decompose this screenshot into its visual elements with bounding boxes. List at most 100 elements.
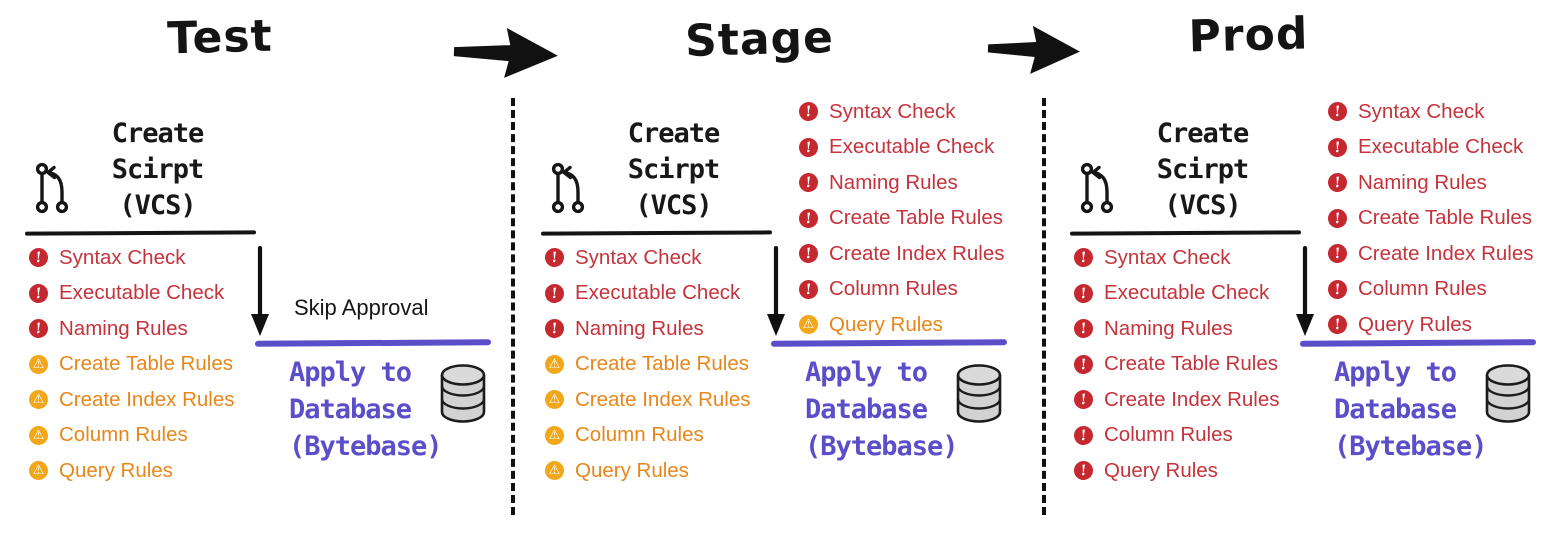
- rule-item: ! Naming Rules: [797, 165, 1004, 201]
- rule-label: Create Table Rules: [59, 352, 233, 376]
- rule-label: Syntax Check: [829, 99, 956, 123]
- rule-item: ! Executable Check: [543, 276, 750, 312]
- error-icon: !: [1072, 353, 1095, 375]
- rule-item: ⚠Query Rules: [29, 453, 234, 489]
- apply-separator-line: [770, 339, 1008, 347]
- git-branch-icon: [1079, 160, 1115, 221]
- create-script-label: Create Scirpt (VCS): [1156, 118, 1250, 221]
- rule-item: ⚠Query Rules: [545, 453, 750, 489]
- rule-label: Create Index Rules: [575, 387, 751, 411]
- apply-separator-line: [1299, 339, 1537, 347]
- arrow-down-icon: [248, 245, 272, 343]
- error-icon: !: [797, 172, 820, 194]
- error-icon: !: [1072, 424, 1095, 446]
- rule-label: Naming Rules: [1104, 316, 1233, 340]
- error-icon: !: [1072, 389, 1095, 411]
- rule-label: Executable Check: [829, 135, 995, 159]
- rule-item: !Create Index Rules: [1326, 236, 1533, 272]
- stage-section-prod: Create Scirpt (VCS) ! Syntax Check ! Execu…: [1045, 0, 1548, 538]
- error-icon: !: [1072, 460, 1095, 482]
- database-icon: [1482, 362, 1534, 431]
- rule-label: Executable Check: [575, 281, 741, 305]
- database-icon: [953, 362, 1005, 431]
- error-icon: !: [543, 318, 566, 340]
- error-icon: !: [1326, 172, 1349, 194]
- error-icon: !: [1326, 314, 1349, 336]
- apply-database-label: Apply to Database (Bytebase): [805, 357, 959, 462]
- rule-item: ⚠Query Rules: [799, 307, 1004, 343]
- rule-item: ⚠ Column Rules: [29, 418, 234, 454]
- error-icon: !: [543, 282, 566, 304]
- warning-icon: ⚠: [29, 425, 48, 445]
- warning-icon: ⚠: [29, 354, 48, 374]
- stage-section-test: Create Scirpt (VCS) !Syntax Check !Execu…: [0, 0, 513, 538]
- error-icon: !: [1072, 282, 1095, 304]
- arrow-right-icon: [452, 20, 562, 89]
- rule-item: ! Naming Rules: [27, 311, 234, 347]
- rule-label: Column Rules: [829, 277, 958, 301]
- rule-label: Naming Rules: [829, 170, 958, 194]
- rule-item: !Naming Rules: [1072, 311, 1279, 347]
- rule-item: !Syntax Check: [1072, 240, 1279, 276]
- rule-item: ⚠Create Index Rules: [545, 382, 750, 418]
- rule-item: !Create Table Rules: [797, 201, 1004, 237]
- rule-item: ! Column Rules: [797, 272, 1004, 308]
- create-script-label: Create Scirpt (VCS): [111, 118, 205, 221]
- rule-label: Executable Check: [1104, 281, 1270, 305]
- rule-item: !Syntax Check: [27, 240, 234, 276]
- error-icon: !: [27, 318, 50, 340]
- stage-divider: [511, 98, 515, 515]
- arrow-down-icon: [1293, 245, 1317, 343]
- rule-label: Column Rules: [59, 423, 188, 447]
- git-branch-icon: [34, 160, 70, 221]
- rule-item: !Syntax Check: [543, 240, 750, 276]
- error-icon: !: [1072, 247, 1095, 269]
- rule-label: Query Rules: [575, 458, 689, 482]
- rule-label: Naming Rules: [575, 316, 704, 340]
- rule-item: ⚠Create Table Rules: [545, 347, 750, 383]
- rule-item: ! Syntax Check: [797, 94, 1004, 130]
- rule-item: ! Column Rules: [1072, 418, 1279, 454]
- rule-item: ! Query Rules: [1326, 307, 1533, 343]
- rule-label: Executable Check: [1358, 135, 1524, 159]
- error-icon: !: [1326, 136, 1349, 158]
- error-icon: !: [1326, 243, 1349, 265]
- rule-item: ⚠ Column Rules: [545, 418, 750, 454]
- rule-label: Syntax Check: [59, 245, 186, 269]
- rule-item: !Query Rules: [1072, 453, 1279, 489]
- rule-item: !Create Index Rules: [797, 236, 1004, 272]
- rule-item: !Column Rules: [1326, 272, 1533, 308]
- rule-label: Create Index Rules: [59, 387, 235, 411]
- rule-item: ! Syntax Check: [1326, 94, 1533, 130]
- apply-separator-line: [254, 339, 492, 347]
- pre-check-rules-list: !Syntax Check !Executable Check !Naming …: [27, 240, 235, 489]
- warning-icon: ⚠: [29, 390, 48, 410]
- stage-section-stage: Create Scirpt (VCS) !Syntax Check !Execu…: [516, 0, 1043, 538]
- skip-approval-label: Skip Approval: [294, 295, 429, 320]
- error-icon: !: [797, 101, 820, 123]
- rule-label: Column Rules: [575, 423, 704, 447]
- rule-label: Create Table Rules: [1104, 352, 1278, 376]
- error-icon: !: [1326, 278, 1349, 300]
- warning-icon: ⚠: [545, 425, 564, 445]
- rule-item: ⚠ Create Table Rules: [29, 347, 234, 383]
- error-icon: !: [1326, 101, 1349, 123]
- error-icon: !: [797, 243, 820, 265]
- rule-label: Query Rules: [59, 458, 173, 482]
- rule-label: Naming Rules: [59, 316, 188, 340]
- rule-label: Create Table Rules: [575, 352, 749, 376]
- error-icon: !: [1326, 207, 1349, 229]
- rule-label: Create Index Rules: [1104, 387, 1280, 411]
- rule-label: Syntax Check: [1358, 99, 1485, 123]
- rule-item: ! Executable Check: [797, 130, 1004, 166]
- git-branch-icon: [550, 160, 586, 221]
- error-icon: !: [543, 247, 566, 269]
- rule-label: Column Rules: [1104, 423, 1233, 447]
- rule-item: ! Executable Check: [1326, 130, 1533, 166]
- rule-label: Naming Rules: [1358, 170, 1487, 194]
- error-icon: !: [797, 278, 820, 300]
- rule-item: ! Naming Rules: [543, 311, 750, 347]
- error-icon: !: [797, 136, 820, 158]
- rule-label: Query Rules: [1358, 312, 1472, 336]
- pre-check-rules-list: !Syntax Check !Executable Check !Naming …: [1072, 240, 1280, 489]
